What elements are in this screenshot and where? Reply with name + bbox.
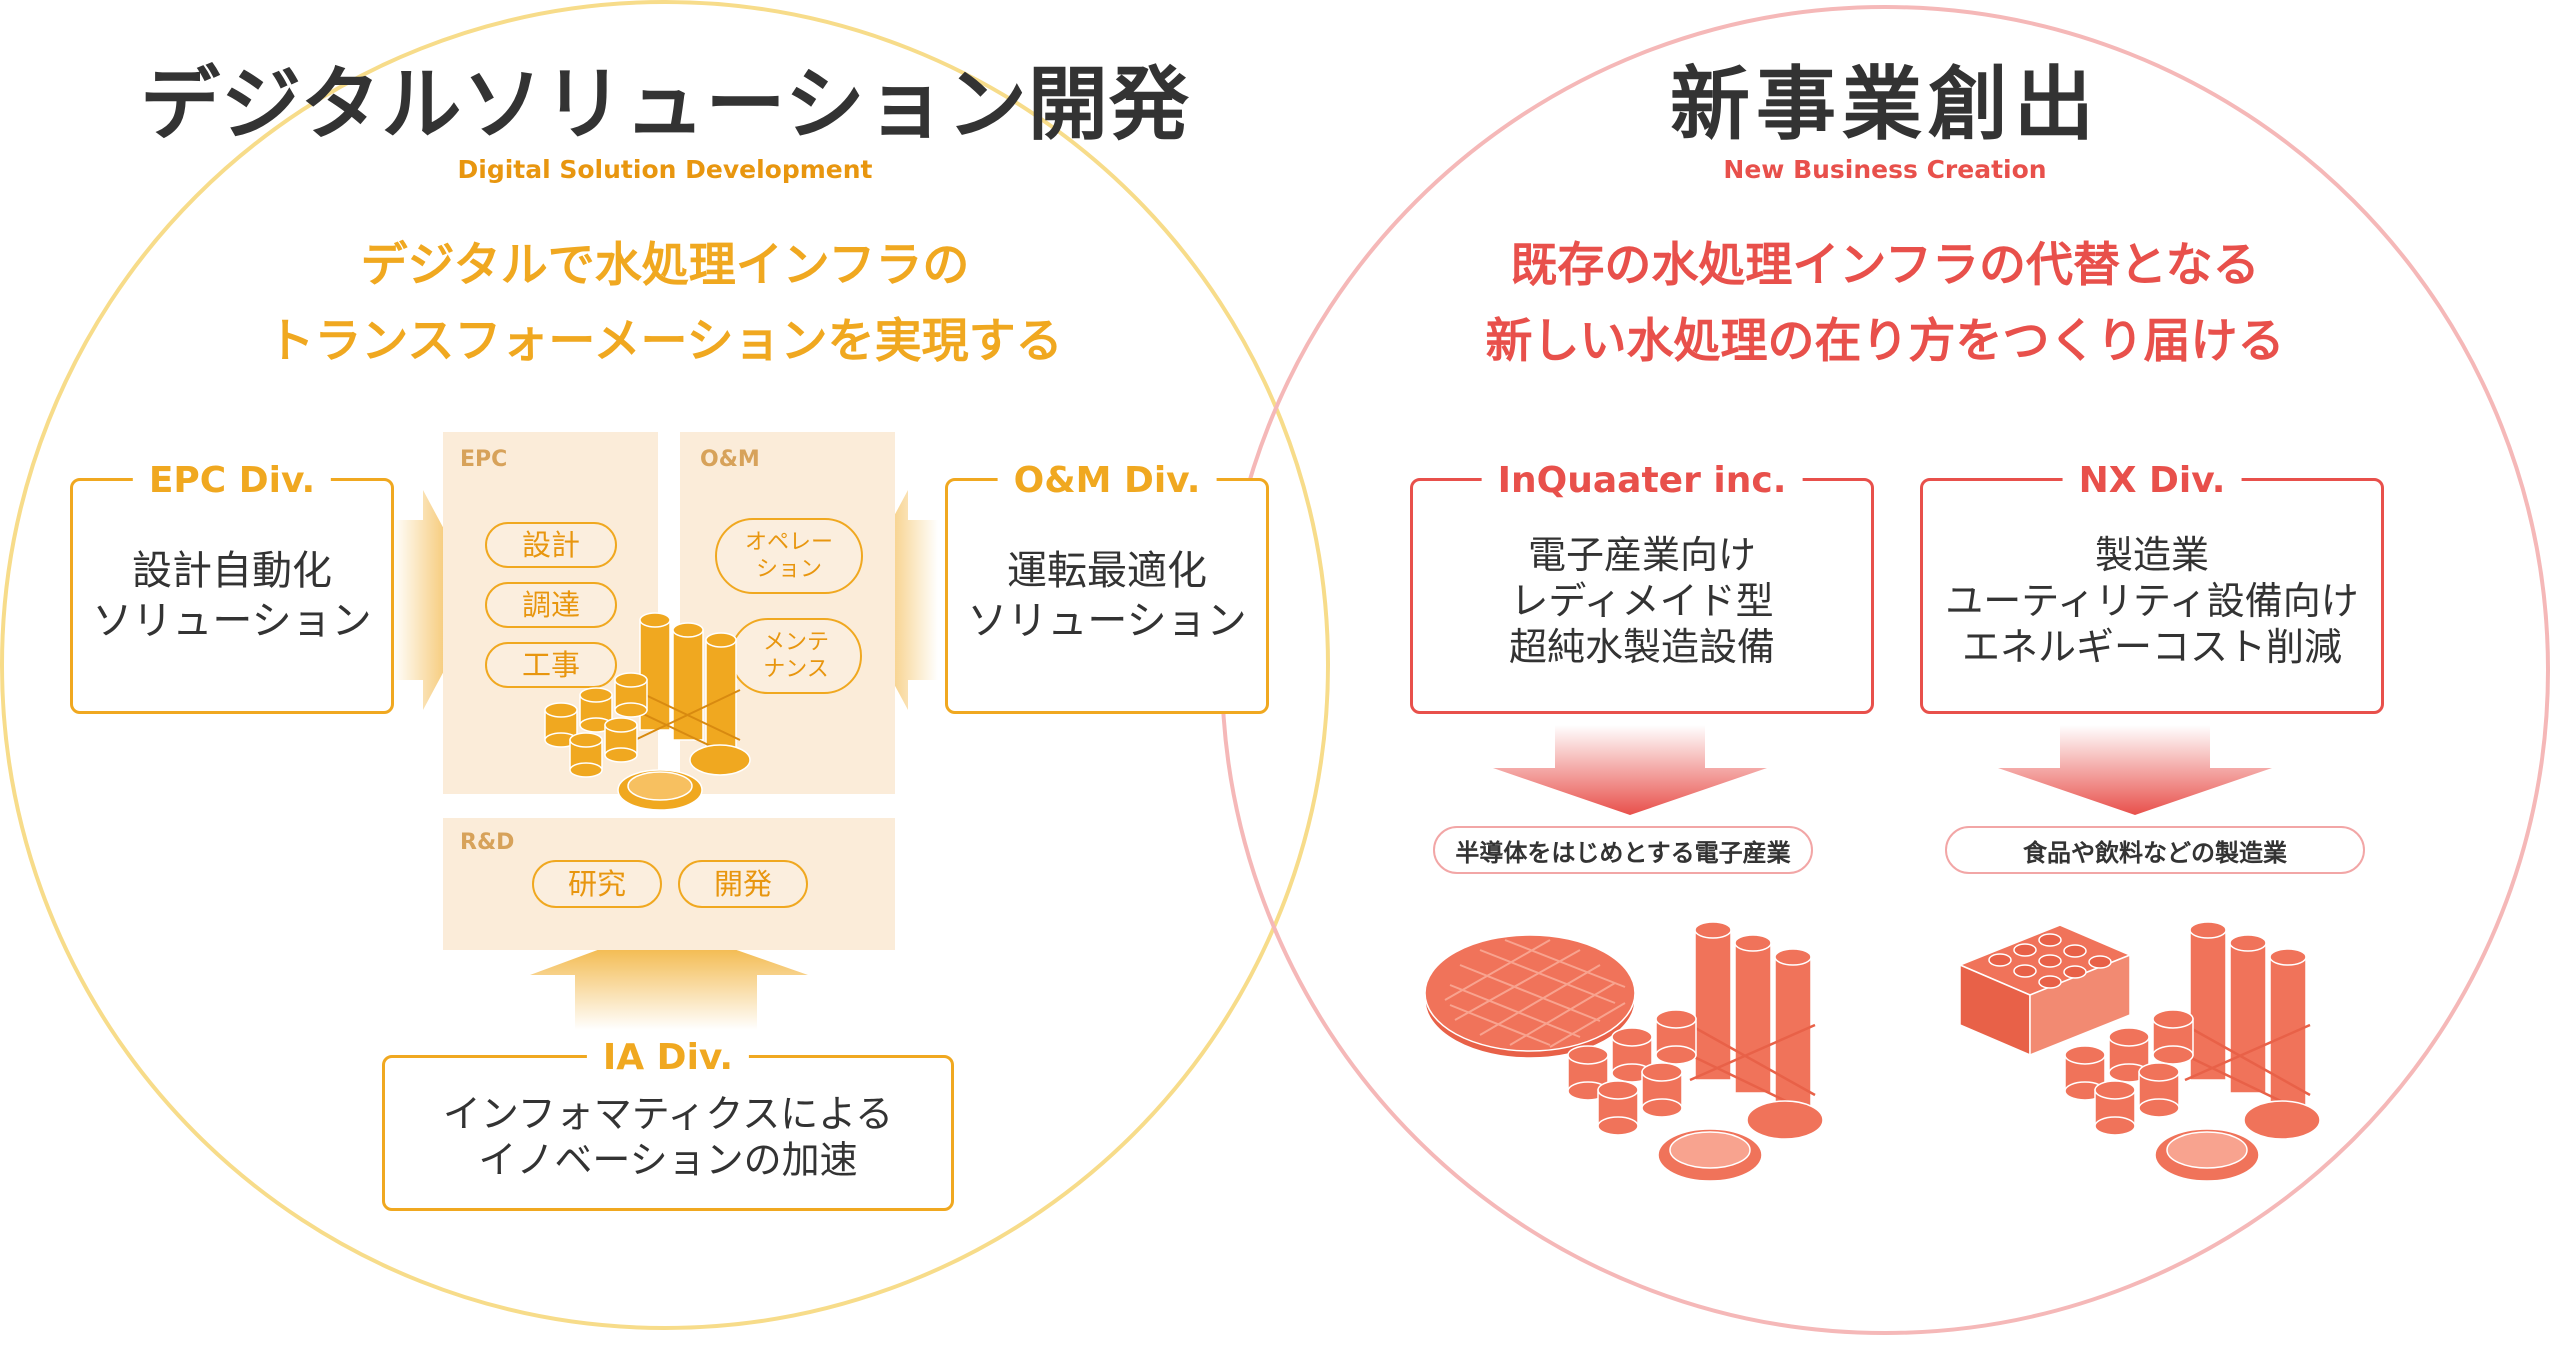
inquater-body: 電子産業向け レディメイド型 超純水製造設備 (1413, 481, 1871, 711)
epc-div-body: 設計自動化 ソリューション (73, 481, 391, 711)
inquater-industry-tag: 半導体をはじめとする電子産業 (1433, 826, 1813, 874)
newbiz-subtitle: New Business Creation (1723, 155, 2047, 184)
pill-operation: オペレー ション (715, 518, 863, 594)
ia-div-title: IA Div. (586, 1036, 750, 1080)
nx-arrow (1998, 725, 2272, 815)
ia-arrow (530, 925, 808, 1030)
pill-maintenance-line-1: メンテ (762, 630, 829, 655)
pill-operation-line-2: ション (755, 557, 822, 582)
digital-lead-line-1: デジタルで水処理インフラの (360, 238, 970, 293)
inquater-line-2: レディメイド型 (1510, 579, 1774, 623)
om-div-line-1: 運転最適化 (1007, 548, 1207, 594)
inquater-arrow (1493, 725, 1767, 815)
pill-construction: 工事 (485, 642, 617, 688)
pill-maintenance: メンテ ナンス (730, 618, 862, 694)
digital-lead-line-2: トランスフォーメーションを実現する (267, 314, 1063, 369)
nx-div-box: NX Div. 製造業 ユーティリティ設備向け エネルギーコスト削減 (1920, 459, 2384, 714)
semiconductor-plant-illustration (1424, 921, 1824, 1182)
nx-div-line-2: ユーティリティ設備向け (1945, 579, 2359, 623)
digital-subtitle: Digital Solution Development (457, 155, 873, 184)
pill-procurement: 調達 (485, 582, 617, 628)
nx-div-title: NX Div. (2062, 459, 2242, 503)
nx-div-line-1: 製造業 (2094, 533, 2209, 577)
epc-arrow (393, 490, 482, 710)
digital-circle (0, 0, 1330, 1330)
pill-maintenance-line-2: ナンス (763, 657, 829, 682)
digital-lead: デジタルで水処理インフラの トランスフォーメーションを実現する (0, 228, 1330, 380)
nx-div-line-3: エネルギーコスト削減 (1961, 625, 2342, 669)
rd-panel-label: R&D (460, 830, 515, 855)
inquater-box: InQuaater inc. 電子産業向け レディメイド型 超純水製造設備 (1410, 459, 1874, 714)
digital-title: デジタルソリューション開発 (140, 58, 1190, 151)
epc-panel-label: EPC (460, 447, 508, 472)
newbiz-lead: 既存の水処理インフラの代替となる 新しい水処理の在り方をつくり届ける (1330, 228, 2440, 380)
manufacturing-plant-illustration (1958, 921, 2321, 1182)
inquater-line-3: 超純水製造設備 (1508, 625, 1775, 669)
orange-plant-illustration (544, 612, 751, 811)
om-div-title: O&M Div. (997, 459, 1217, 503)
newbiz-title: 新事業創出 (1670, 58, 2100, 151)
inquater-line-1: 電子産業向け (1527, 533, 1756, 577)
ia-div-line-1: インフォマティクスによる (442, 1092, 894, 1136)
rd-panel (443, 818, 895, 950)
nx-div-body: 製造業 ユーティリティ設備向け エネルギーコスト削減 (1923, 481, 2381, 711)
ia-div-box: IA Div. インフォマティクスによる イノベーションの加速 (382, 1036, 954, 1211)
newbiz-lead-line-1: 既存の水処理インフラの代替となる (1510, 238, 2260, 293)
newbiz-lead-line-2: 新しい水処理の在り方をつくり届ける (1485, 314, 2285, 369)
om-panel-label: O&M (700, 447, 760, 472)
ia-div-line-2: イノベーションの加速 (478, 1138, 858, 1182)
ia-div-body: インフォマティクスによる イノベーションの加速 (385, 1058, 951, 1208)
epc-div-box: EPC Div. 設計自動化 ソリューション (70, 459, 394, 714)
inquater-title: InQuaater inc. (1481, 459, 1803, 503)
epc-div-line-1: 設計自動化 (132, 548, 332, 594)
pill-research: 研究 (532, 860, 662, 908)
om-div-line-2: ソリューション (967, 598, 1247, 644)
epc-div-title: EPC Div. (132, 459, 332, 503)
pill-operation-line-1: オペレー (744, 530, 833, 555)
om-div-body: 運転最適化 ソリューション (948, 481, 1266, 711)
pill-development: 開発 (678, 860, 808, 908)
epc-div-line-2: ソリューション (92, 598, 372, 644)
pill-design: 設計 (485, 522, 617, 568)
om-div-box: O&M Div. 運転最適化 ソリューション (945, 459, 1269, 714)
nx-industry-tag: 食品や飲料などの製造業 (1945, 826, 2365, 874)
